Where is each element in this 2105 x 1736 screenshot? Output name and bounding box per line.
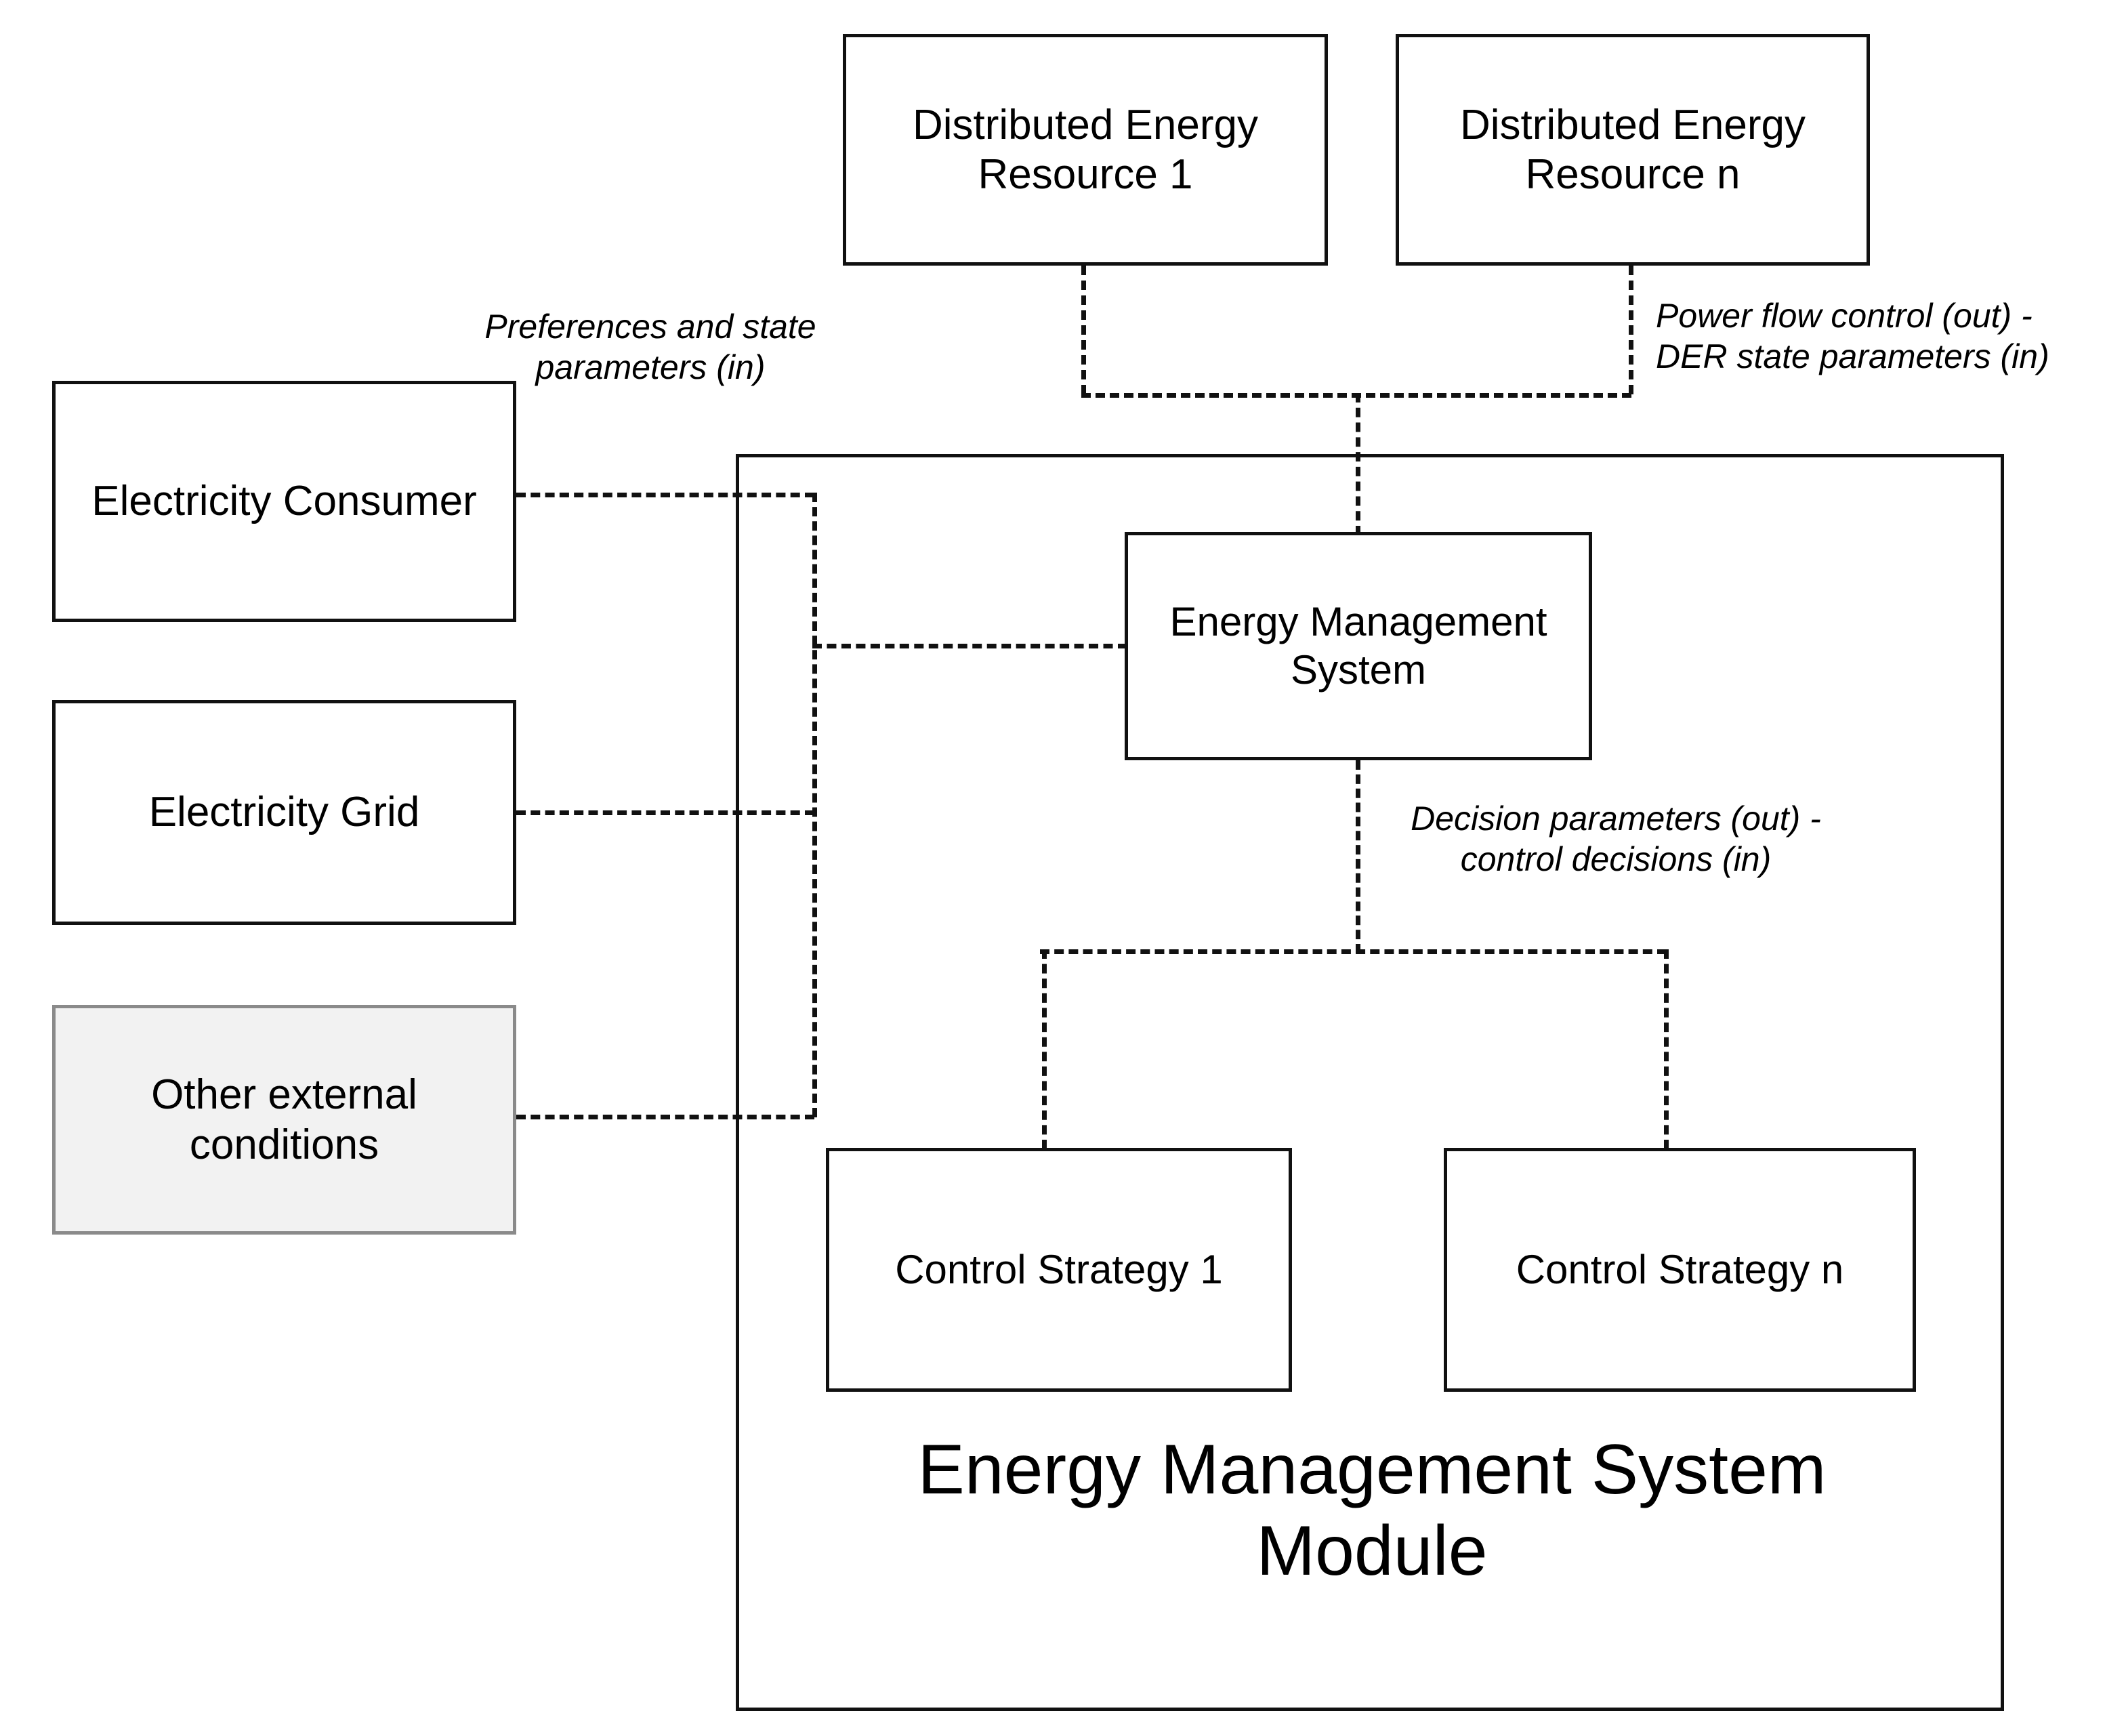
node-other-external-conditions[interactable]: Other external conditions xyxy=(52,1005,516,1235)
module-title: Energy Management System Module xyxy=(917,1430,1827,1590)
edge-bus-to-ems xyxy=(812,644,1127,648)
node-label: Electricity Consumer xyxy=(91,478,477,525)
edge-label-decision-parameters: Decision parameters (out) - control deci… xyxy=(1411,800,1821,878)
edge-strategy-bus xyxy=(1040,949,1667,954)
node-label: Distributed Energy Resource 1 xyxy=(912,101,1259,198)
node-control-strategy-1[interactable]: Control Strategy 1 xyxy=(826,1148,1292,1392)
edge-der1-to-bus xyxy=(1081,266,1086,394)
node-energy-management-system[interactable]: Energy Management System xyxy=(1125,532,1592,760)
node-electricity-consumer[interactable]: Electricity Consumer xyxy=(52,381,516,622)
edge-bus-to-control-strategy-n xyxy=(1664,949,1669,1149)
edge-other-to-bus xyxy=(516,1115,814,1119)
node-label: Energy Management System xyxy=(1169,598,1547,693)
edge-dern-to-bus xyxy=(1629,266,1633,394)
edge-consumer-to-bus xyxy=(516,493,814,497)
node-distributed-energy-resource-1[interactable]: Distributed Energy Resource 1 xyxy=(843,34,1328,266)
edge-ems-to-strategy-bus xyxy=(1356,760,1360,953)
node-label: Control Strategy n xyxy=(1516,1246,1844,1292)
node-label: Control Strategy 1 xyxy=(895,1246,1223,1292)
edge-grid-to-bus xyxy=(516,810,814,815)
node-label: Other external conditions xyxy=(151,1071,417,1168)
node-distributed-energy-resource-n[interactable]: Distributed Energy Resource n xyxy=(1396,34,1870,266)
node-label: Distributed Energy Resource n xyxy=(1459,101,1806,198)
edge-label-preferences: Preferences and state parameters (in) xyxy=(484,308,816,386)
edge-der-bus-to-ems xyxy=(1356,393,1360,535)
node-electricity-grid[interactable]: Electricity Grid xyxy=(52,700,516,925)
edge-internal-vertical-bus xyxy=(812,493,817,1117)
node-label: Electricity Grid xyxy=(148,789,420,836)
module-container-energy-management-system-module xyxy=(736,454,2004,1711)
edge-bus-to-control-strategy-1 xyxy=(1042,949,1047,1149)
node-control-strategy-n[interactable]: Control Strategy n xyxy=(1444,1148,1916,1392)
edge-label-power-flow: Power flow control (out) - DER state par… xyxy=(1656,297,2049,375)
